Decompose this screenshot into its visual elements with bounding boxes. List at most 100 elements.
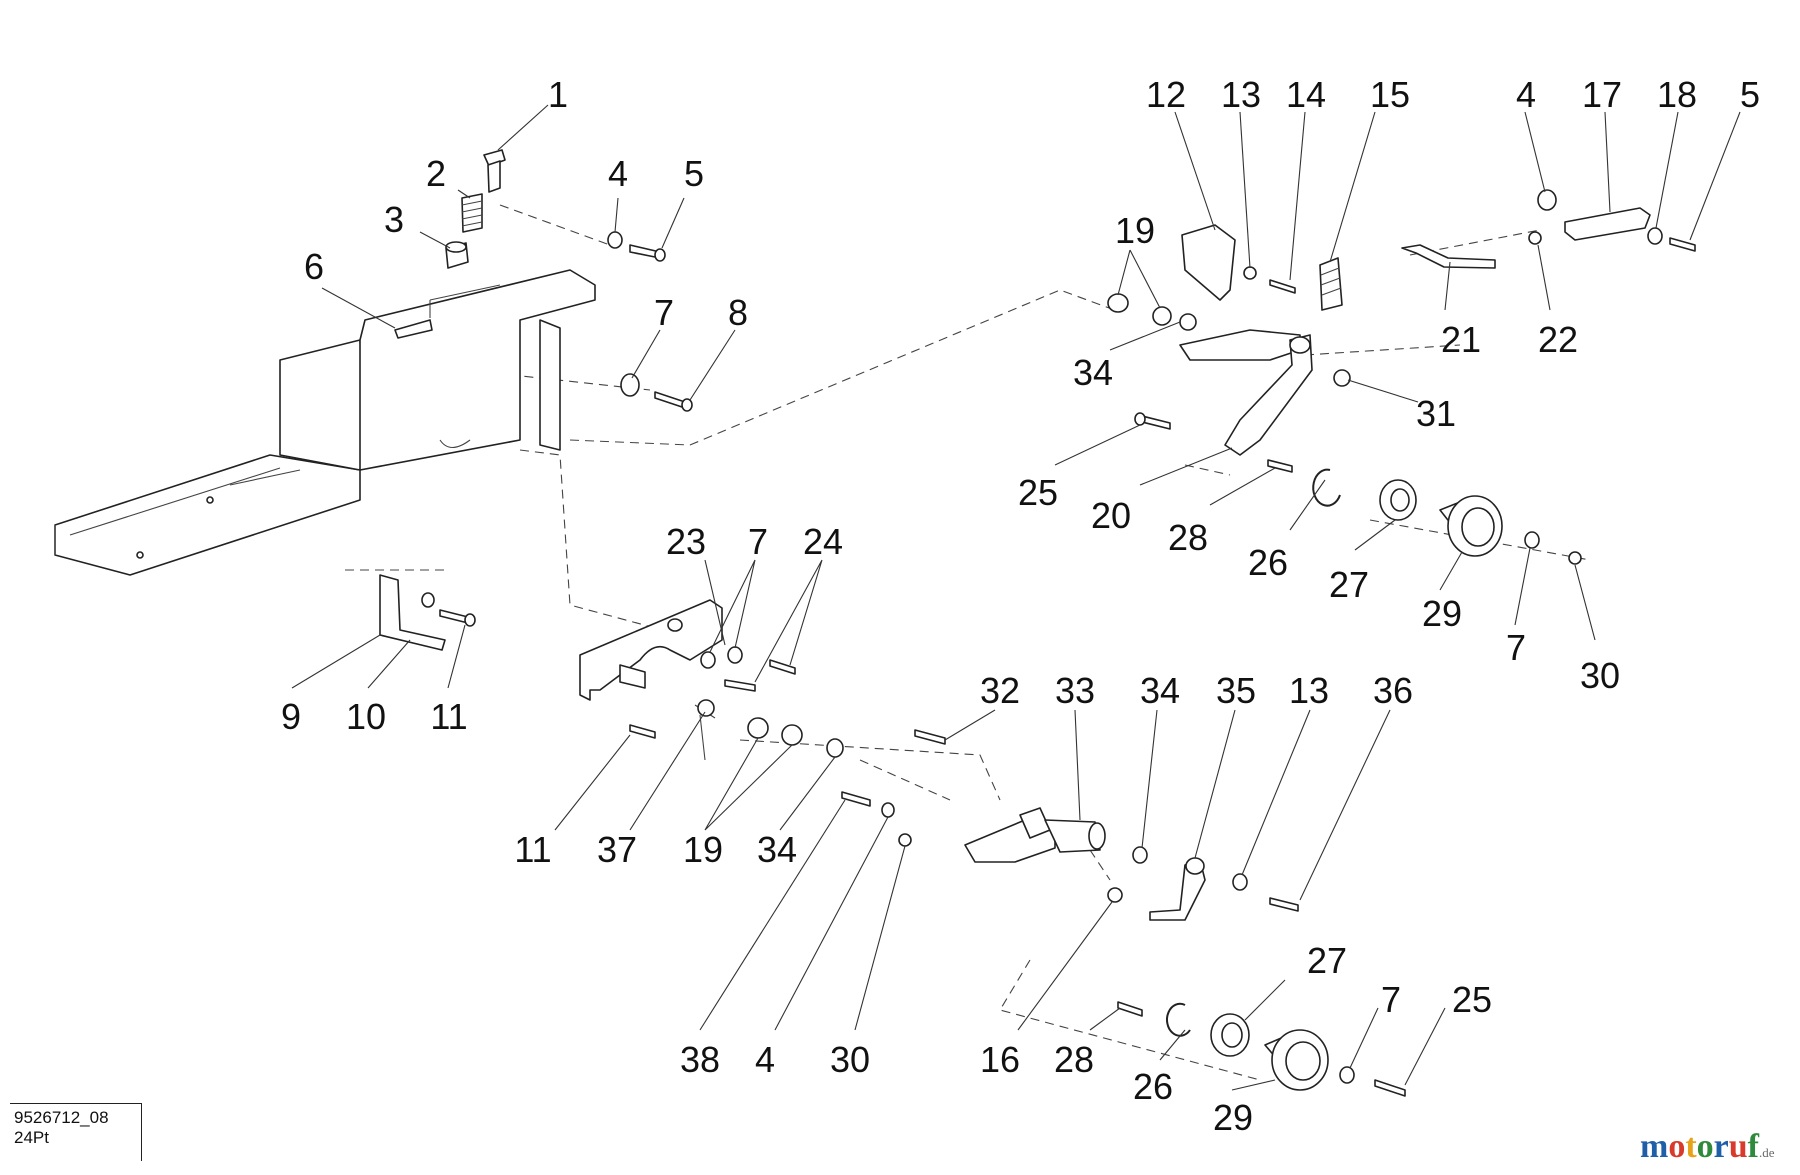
chassis-frame — [54, 269, 596, 576]
callout-label: 11 — [430, 696, 467, 737]
callout-label: 18 — [1657, 74, 1697, 115]
part-washer-18 — [1647, 227, 1663, 245]
callout-label: 31 — [1416, 393, 1456, 434]
part-screw-38 — [841, 791, 871, 807]
callout-label: 36 — [1373, 670, 1413, 711]
drawing-id: 9526712_08 — [14, 1108, 109, 1127]
callout-label: 29 — [1422, 593, 1462, 634]
part-washer-31 — [1333, 369, 1351, 387]
part-washer-13-lower — [1232, 873, 1248, 891]
callout-label: 4 — [608, 153, 628, 194]
part-wheel-29-top — [1439, 495, 1503, 557]
drawing-subtitle: 24Pt — [14, 1128, 49, 1147]
brand-letter: f — [1747, 1128, 1759, 1165]
part-bracket-9 — [379, 574, 446, 651]
callout-label: 32 — [980, 670, 1020, 711]
part-screw-8 — [654, 391, 693, 412]
part-crank-35 — [1149, 857, 1206, 921]
brand-letter: t — [1685, 1128, 1697, 1165]
part-bracket-12 — [1181, 224, 1236, 301]
part-washer-7-right — [1524, 531, 1540, 549]
callout-label: 4 — [1516, 74, 1536, 115]
callout-label: 34 — [1140, 670, 1180, 711]
part-washer-4-lower — [881, 802, 895, 818]
part-washer-22 — [1528, 231, 1542, 245]
brand-letter: o — [1668, 1128, 1686, 1165]
part-bolt-14 — [1269, 279, 1296, 294]
assembly-guide-lines — [345, 204, 1591, 1081]
part-screw-36 — [1269, 897, 1299, 912]
callout-label: 7 — [654, 292, 674, 333]
callout-label: 30 — [1580, 655, 1620, 696]
part-pin-21 — [1401, 244, 1496, 269]
callout-label: 21 — [1441, 319, 1481, 360]
part-spring-37 — [694, 699, 716, 761]
part-link-17 — [1564, 207, 1651, 241]
callout-label: 11 — [514, 829, 551, 870]
callout-label: 13 — [1289, 670, 1329, 711]
callout-label: 20 — [1091, 495, 1131, 536]
callout-label: 5 — [684, 153, 704, 194]
part-washer-7-top — [620, 373, 640, 397]
callout-label: 38 — [680, 1039, 720, 1080]
brand-letter: o — [1696, 1128, 1714, 1165]
callout-label: 6 — [304, 246, 324, 287]
callout-label: 17 — [1582, 74, 1622, 115]
part-screw-11-lower — [629, 724, 656, 739]
callout-label: 24 — [803, 521, 843, 562]
part-washer-34-lower — [826, 738, 844, 758]
callout-label: 28 — [1168, 517, 1208, 558]
brand-letter: u — [1728, 1128, 1748, 1165]
part-washer-4-topright — [1537, 189, 1557, 211]
callout-label: 16 — [980, 1039, 1020, 1080]
callout-label: 27 — [1307, 940, 1347, 981]
part-lever-20 — [1179, 329, 1313, 456]
callout-label: 12 — [1146, 74, 1186, 115]
part-bolt-32 — [914, 729, 946, 745]
part-spring-2 — [461, 193, 483, 233]
part-screw-5 — [629, 244, 666, 262]
callout-label: 10 — [346, 696, 386, 737]
part-bearing-27-lower — [1210, 1013, 1250, 1057]
callout-label: 37 — [597, 829, 637, 870]
callout-label: 34 — [757, 829, 797, 870]
callout-label: 19 — [683, 829, 723, 870]
callout-label: 14 — [1286, 74, 1326, 115]
part-washer-10 — [421, 592, 435, 608]
part-screws-24 — [724, 659, 796, 692]
part-bearing-27-top — [1379, 479, 1417, 521]
callout-label: 5 — [1740, 74, 1760, 115]
callout-labels: 1 2 3 4 5 6 7 8 12 13 14 15 4 17 18 5 19… — [281, 74, 1760, 1138]
part-lever-33 — [964, 807, 1106, 863]
brand-suffix: .de — [1759, 1145, 1775, 1160]
brand-letter: r — [1713, 1128, 1729, 1165]
part-washer-13-top — [1243, 266, 1257, 280]
part-nut-30-top — [1568, 551, 1582, 565]
callout-label: 4 — [755, 1039, 775, 1080]
brand-logo: motoruf.de — [1640, 1128, 1775, 1166]
part-screw-5-topright — [1669, 237, 1696, 252]
callout-label: 19 — [1115, 210, 1155, 251]
callout-label: 7 — [748, 521, 768, 562]
callout-label: 13 — [1221, 74, 1261, 115]
part-washer-4 — [607, 231, 623, 249]
brand-letter: m — [1640, 1128, 1669, 1165]
callout-label: 7 — [1381, 979, 1401, 1020]
callout-label: 1 — [548, 74, 568, 115]
callout-label: 2 — [426, 153, 446, 194]
drawing-id-box: 9526712_08 24Pt — [10, 1103, 142, 1161]
callout-label: 35 — [1216, 670, 1256, 711]
part-pin-28-lower — [1117, 1001, 1143, 1017]
callout-label: 34 — [1073, 352, 1113, 393]
callout-label: 25 — [1018, 472, 1058, 513]
part-nut-30-lower — [898, 833, 912, 847]
part-nut-16 — [1107, 887, 1123, 903]
part-clip-26-lower — [1166, 1002, 1191, 1037]
callout-label: 26 — [1248, 542, 1288, 583]
part-bolt-1 — [483, 149, 506, 193]
part-bushing-3 — [445, 241, 469, 269]
callout-label: 30 — [830, 1039, 870, 1080]
callout-label: 27 — [1329, 564, 1369, 605]
callout-label: 33 — [1055, 670, 1095, 711]
